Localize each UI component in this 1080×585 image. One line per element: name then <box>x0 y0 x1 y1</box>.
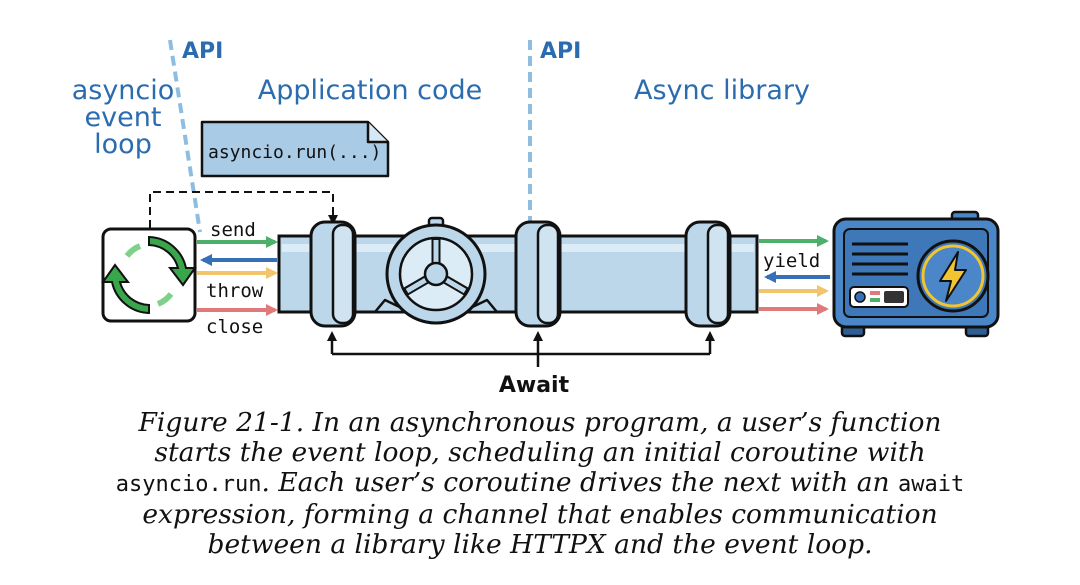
throw-label: throw <box>206 280 264 302</box>
caption-line-3: asyncio.run. Each user’s coroutine drive… <box>60 468 1020 500</box>
send-label: send <box>210 219 256 241</box>
api-label-right: API <box>540 39 581 64</box>
caption-line-5: between a library like HTTPX and the eve… <box>207 529 873 560</box>
caption-code-await: await <box>898 472 965 497</box>
event-loop-label-line1: asyncio <box>72 75 175 106</box>
asyncio-run-note-text: asyncio.run(...) <box>208 142 381 163</box>
lightning-bolt-icon <box>916 239 990 313</box>
caption-line-3-text: . Each user’s coroutine drives the next … <box>261 467 898 498</box>
api-label-left: API <box>182 39 223 64</box>
await-label: Await <box>499 373 570 398</box>
caption-line-4: expression, forming a channel that enabl… <box>142 499 938 530</box>
initial-coroutine-connector <box>149 191 338 228</box>
figure-caption: Figure 21-1. In an asynchronous program,… <box>60 408 1020 560</box>
coupling-3 <box>684 220 732 328</box>
coupling-1 <box>309 220 357 328</box>
await-bracket <box>327 331 715 367</box>
event-loop-label-line3: loop <box>94 129 152 160</box>
recycle-icon <box>101 235 197 315</box>
caption-line-2: starts the event loop, scheduling an ini… <box>154 437 926 468</box>
power-generator <box>832 210 1000 338</box>
event-loop-box <box>101 227 197 323</box>
async-library-label: Async library <box>634 75 810 106</box>
valve-wheel <box>373 216 499 325</box>
event-loop-label-line2: event <box>85 102 162 133</box>
caption-line-1: Figure 21-1. In an asynchronous program,… <box>138 407 942 438</box>
coupling-2 <box>514 220 562 328</box>
caption-code-asyncio-run: asyncio.run <box>115 472 262 497</box>
close-label: close <box>206 316 263 338</box>
application-code-label: Application code <box>258 75 483 106</box>
yield-label: yield <box>763 250 820 272</box>
api-divider-left <box>168 39 202 233</box>
asyncio-run-note: asyncio.run(...) <box>200 120 390 178</box>
